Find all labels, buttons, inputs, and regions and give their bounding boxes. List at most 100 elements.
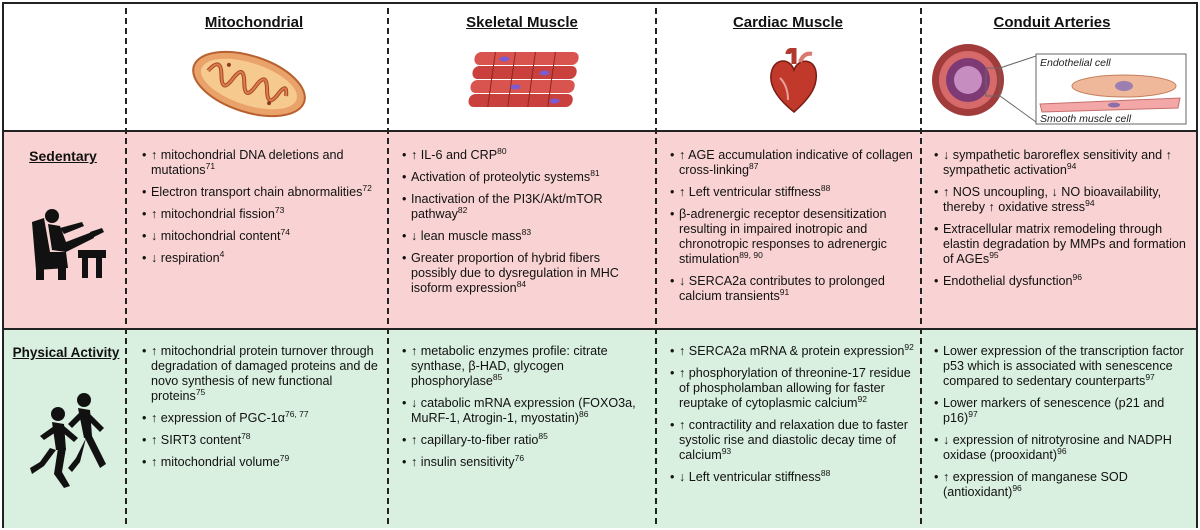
reference-number: 75 xyxy=(195,386,206,397)
finding-item: ↑ expression of PGC-1α76, 77 xyxy=(142,408,378,426)
finding-item: ↑ NOS uncoupling, ↓ NO bioavailability, … xyxy=(934,185,1194,215)
mitochondrion-icon xyxy=(192,50,306,118)
finding-item: ↓ catabolic mRNA expression (FOXO3a, MuR… xyxy=(402,396,648,426)
reference-number: 94 xyxy=(1085,197,1095,208)
finding-item: ↑ insulin sensitivity76 xyxy=(402,452,648,470)
finding-item: ↑ metabolic enzymes profile: citrate syn… xyxy=(402,344,648,389)
column-divider xyxy=(125,8,127,524)
finding-text: ↑ Left ventricular stiffness xyxy=(679,185,821,199)
finding-item: ↓ respiration4 xyxy=(142,248,378,266)
finding-text: ↓ Left ventricular stiffness xyxy=(679,470,821,484)
finding-item: Greater proportion of hybrid fibers poss… xyxy=(402,251,648,296)
cell-activity-conduit-arteries: Lower expression of the transcription fa… xyxy=(934,344,1190,507)
finding-item: ↑ mitochondrial DNA deletions and mutati… xyxy=(142,148,378,178)
runners-icon xyxy=(30,393,106,488)
finding-item: Lower expression of the transcription fa… xyxy=(934,344,1190,389)
column-divider xyxy=(387,8,389,524)
reference-number: 83 xyxy=(521,226,532,237)
row-label-sedentary: Sedentary xyxy=(29,148,97,164)
finding-item: ↓ Left ventricular stiffness88 xyxy=(670,467,914,485)
reference-number: 82 xyxy=(457,204,468,215)
reference-number: 87 xyxy=(749,160,759,171)
reference-number: 74 xyxy=(280,226,290,237)
finding-item: ↑ SERCA2a mRNA & protein expression92 xyxy=(670,341,914,359)
reference-number: 92 xyxy=(904,341,914,352)
reference-number: 81 xyxy=(590,167,600,178)
column-divider xyxy=(655,8,657,524)
reference-number: 88 xyxy=(820,182,831,193)
finding-item: Endothelial dysfunction96 xyxy=(934,271,1194,289)
finding-item: Extracellular matrix remodeling through … xyxy=(934,222,1194,267)
finding-text: ↑ mitochondrial volume xyxy=(151,455,280,469)
reference-number: 92 xyxy=(857,393,867,404)
finding-item: Electron transport chain abnormalities72 xyxy=(142,182,378,200)
finding-text: ↓ SERCA2a contributes to prolonged calci… xyxy=(679,274,885,303)
finding-text: β-adrenergic receptor desensitization re… xyxy=(679,207,887,266)
endothelial-cell-label: Endothelial cell xyxy=(1040,57,1111,69)
finding-text: ↑ SERCA2a mRNA & protein expression xyxy=(679,344,905,358)
reference-number: 95 xyxy=(989,249,999,260)
column-title-cardiac-muscle: Cardiac Muscle xyxy=(732,14,844,31)
reference-number: 79 xyxy=(279,452,290,463)
finding-item: Lower markers of senescence (p21 and p16… xyxy=(934,396,1190,426)
finding-text: ↓ sympathetic baroreflex sensitivity and… xyxy=(943,148,1172,177)
reference-number: 85 xyxy=(492,371,503,382)
finding-text: Activation of proteolytic systems xyxy=(411,170,591,184)
reference-number: 73 xyxy=(274,204,285,215)
finding-text: ↑ IL-6 and CRP xyxy=(411,148,498,162)
finding-text: ↑ NOS uncoupling, ↓ NO bioavailability, … xyxy=(943,185,1162,214)
finding-item: ↑ IL-6 and CRP80 xyxy=(402,147,648,163)
finding-text: ↑ SIRT3 content xyxy=(151,433,242,447)
finding-item: ↑ phosphorylation of threonine-17 residu… xyxy=(670,366,914,411)
reference-number: 71 xyxy=(205,160,216,171)
finding-item: Activation of proteolytic systems81 xyxy=(402,167,648,185)
finding-text: ↑ phosphorylation of threonine-17 residu… xyxy=(679,366,911,410)
finding-item: ↑ Left ventricular stiffness88 xyxy=(670,182,914,200)
reference-number: 96 xyxy=(1072,271,1082,282)
finding-text: ↓ catabolic mRNA expression (FOXO3a, MuR… xyxy=(411,396,636,425)
finding-text: ↑ mitochondrial fission xyxy=(151,207,275,221)
finding-text: ↑ mitochondrial DNA deletions and mutati… xyxy=(151,148,344,177)
finding-item: ↑ AGE accumulation indicative of collage… xyxy=(670,148,914,178)
cell-sedentary-mitochondrial: ↑ mitochondrial DNA deletions and mutati… xyxy=(142,148,378,273)
reference-number: 86 xyxy=(578,408,589,419)
finding-item: ↑ mitochondrial fission73 xyxy=(142,204,378,222)
reference-number: 93 xyxy=(721,445,732,456)
cell-activity-mitochondrial: ↑ mitochondrial protein turnover through… xyxy=(142,344,378,477)
finding-text: ↓ lean muscle mass xyxy=(411,229,522,243)
artery-icon: Endothelial cell Smooth muscle cell xyxy=(932,44,1187,125)
reference-number: 91 xyxy=(779,286,790,297)
finding-text: ↑ mitochondrial protein turnover through… xyxy=(151,344,378,403)
finding-text: Greater proportion of hybrid fibers poss… xyxy=(411,251,619,295)
finding-text: ↓ mitochondrial content xyxy=(151,229,281,243)
cell-activity-cardiac-muscle: ↑ SERCA2a mRNA & protein expression92↑ p… xyxy=(670,341,914,492)
finding-item: ↑ contractility and relaxation due to fa… xyxy=(670,418,914,463)
reference-number: 96 xyxy=(1057,445,1067,456)
reference-number: 4 xyxy=(219,248,225,259)
sedentary-person-icon xyxy=(32,209,106,280)
column-divider xyxy=(920,8,922,524)
finding-item: ↑ mitochondrial protein turnover through… xyxy=(142,344,378,404)
row-label-physical-activity: Physical Activity xyxy=(12,345,120,360)
finding-item: β-adrenergic receptor desensitization re… xyxy=(670,207,914,267)
reference-number: 94 xyxy=(1066,160,1077,171)
reference-number: 72 xyxy=(362,182,372,193)
cell-activity-skeletal-muscle: ↑ metabolic enzymes profile: citrate syn… xyxy=(402,344,648,477)
finding-text: Lower expression of the transcription fa… xyxy=(943,344,1184,388)
finding-text: ↑ expression of manganese SOD (antioxida… xyxy=(943,470,1128,499)
reference-number: 97 xyxy=(968,408,978,419)
finding-text: ↓ expression of nitrotyrosine and NADPH … xyxy=(943,433,1172,462)
column-title-skeletal-muscle: Skeletal Muscle xyxy=(466,14,578,31)
finding-item: ↓ SERCA2a contributes to prolonged calci… xyxy=(670,274,914,304)
reference-number: 76 xyxy=(514,452,525,463)
reference-number: 88 xyxy=(820,467,831,478)
finding-text: ↑ insulin sensitivity xyxy=(411,455,515,469)
cell-sedentary-skeletal-muscle: ↑ IL-6 and CRP80Activation of proteolyti… xyxy=(402,147,648,303)
finding-item: ↓ mitochondrial content74 xyxy=(142,226,378,244)
finding-item: Inactivation of the PI3K/Akt/mTOR pathwa… xyxy=(402,192,648,222)
finding-text: Endothelial dysfunction xyxy=(943,274,1073,288)
reference-number: 97 xyxy=(1145,371,1155,382)
reference-number: 76, 77 xyxy=(284,408,309,419)
finding-item: ↑ capillary-to-fiber ratio85 xyxy=(402,432,648,448)
